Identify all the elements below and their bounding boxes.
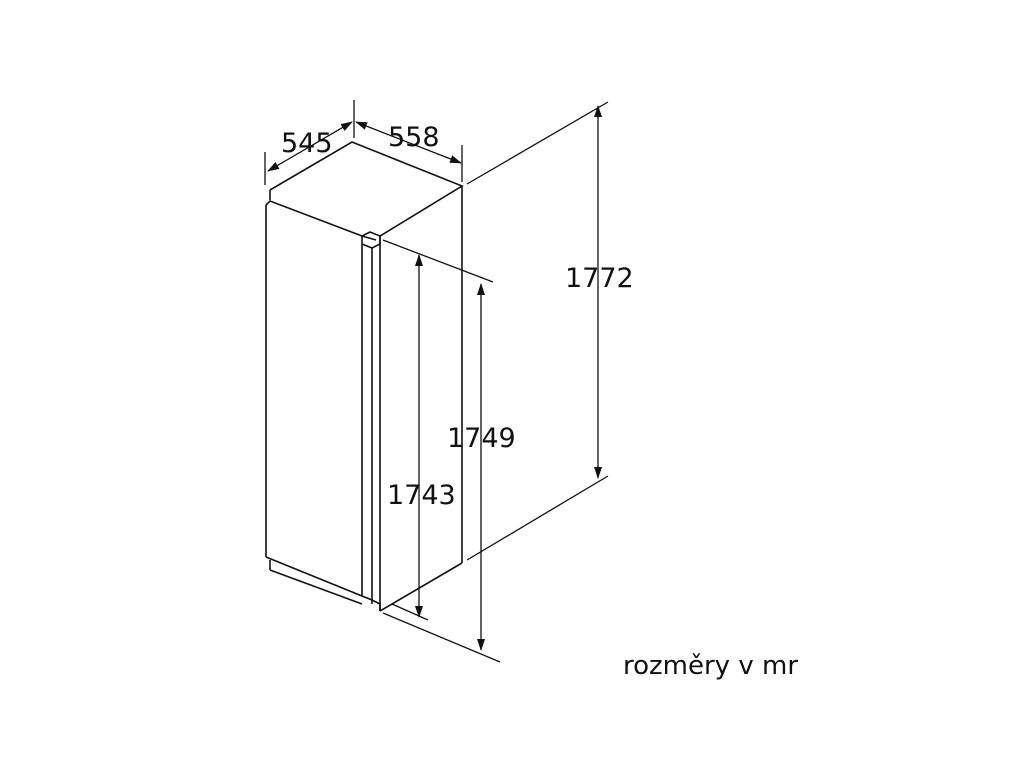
units-caption: rozměry v mr <box>623 651 798 681</box>
plinth <box>269 560 363 605</box>
extension-lines <box>264 100 609 663</box>
door-panel <box>265 200 381 611</box>
depth-label: 545 <box>281 128 333 159</box>
niche-height-label: 1749 <box>447 423 516 454</box>
door-height-label: 1743 <box>387 480 456 511</box>
depth-dimension-line <box>267 121 353 172</box>
width-dimension-line <box>355 121 462 164</box>
total-height-label: 1772 <box>565 263 634 294</box>
width-label: 558 <box>388 122 440 153</box>
